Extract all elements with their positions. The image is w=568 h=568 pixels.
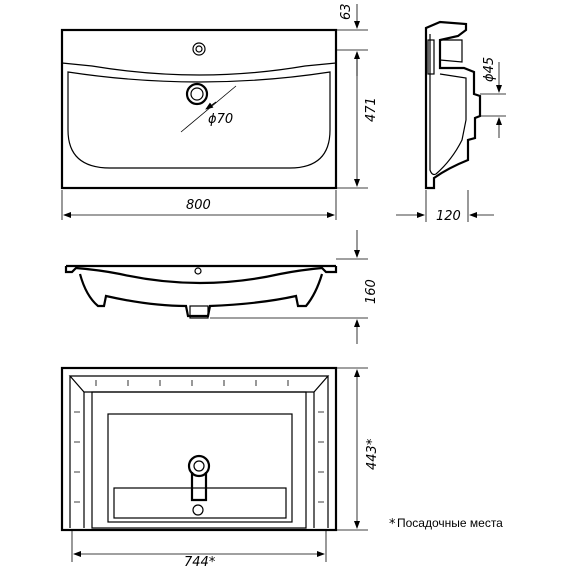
depth-label: 471 bbox=[364, 97, 379, 122]
bottom-cutout bbox=[113, 487, 287, 519]
mount-width-label: 744* bbox=[184, 555, 216, 568]
top-view-outline bbox=[60, 28, 338, 190]
top-view-rim-line bbox=[61, 62, 337, 76]
front-rim bbox=[64, 266, 338, 285]
bottom-faucet-hole bbox=[192, 504, 204, 516]
top-view-basin bbox=[67, 71, 331, 169]
faucet-hole-inner bbox=[195, 45, 203, 53]
height-label: 160 bbox=[364, 279, 379, 304]
side-view: ϕ45 120 bbox=[396, 20, 506, 224]
bottom-view: 443* 744* * Посадочные места bbox=[60, 366, 503, 568]
footnote-text: Посадочные места bbox=[397, 516, 503, 530]
drain-diameter-label: ϕ70 bbox=[208, 112, 233, 127]
bottom-right-bevel bbox=[313, 376, 329, 528]
side-view-rim bbox=[439, 39, 463, 63]
side-depth-label: 120 bbox=[436, 209, 461, 224]
side-view-outline bbox=[424, 20, 482, 190]
faucet-hole bbox=[192, 42, 206, 56]
bottom-outline bbox=[60, 366, 338, 532]
rim-label: 63 bbox=[339, 3, 354, 20]
bottom-inner-frame bbox=[91, 391, 307, 529]
bottom-side-ticks bbox=[74, 411, 324, 503]
bottom-mount-area bbox=[107, 413, 293, 523]
footnote-marker: * bbox=[389, 517, 396, 532]
front-body bbox=[78, 273, 324, 318]
bottom-drain-inner bbox=[193, 460, 205, 472]
top-view: ϕ70 800 63 471 bbox=[60, 3, 379, 220]
side-view-inner bbox=[429, 34, 467, 176]
bottom-left-bevel bbox=[69, 376, 85, 528]
bottom-drain-pipe bbox=[190, 472, 208, 502]
front-drain bbox=[189, 305, 209, 319]
drain-outer bbox=[185, 82, 209, 106]
side-diameter-label: ϕ45 bbox=[482, 57, 497, 82]
bottom-bevel-ticks bbox=[95, 380, 289, 386]
bottom-drain-outer bbox=[187, 454, 211, 478]
width-label: 800 bbox=[186, 198, 211, 213]
mount-depth-label: 443* bbox=[365, 438, 380, 470]
drain-arrow bbox=[205, 101, 217, 110]
side-view-overflow bbox=[427, 39, 435, 75]
front-view: 160 bbox=[64, 230, 379, 344]
drain-inner bbox=[190, 87, 204, 101]
front-faucet-hole bbox=[194, 267, 202, 275]
bottom-top-bevel bbox=[68, 375, 330, 393]
